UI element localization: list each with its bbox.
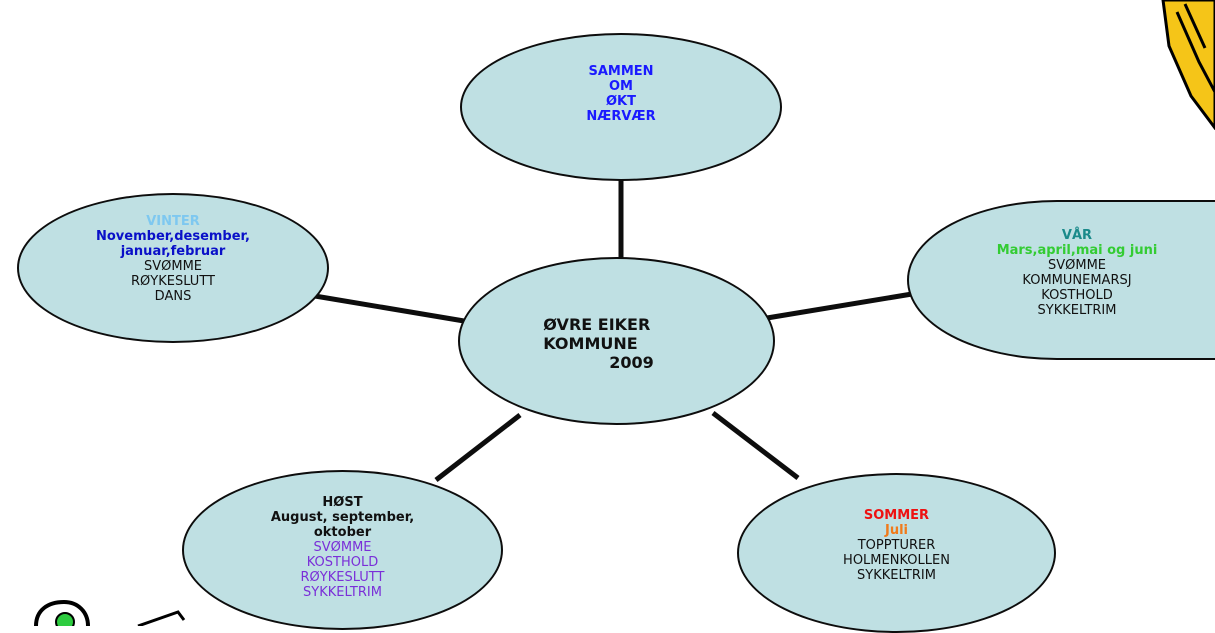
bubble-top-text: SAMMEN OM ØKT NÆRVÆR: [586, 64, 655, 124]
spring-activity: SYKKELTRIM: [1037, 303, 1117, 318]
center-title: ØVRE EIKER KOMMUNE 2009: [543, 315, 654, 372]
center-line: ØVRE EIKER: [543, 314, 651, 334]
spring-activity: KOMMUNEMARSJ: [1022, 273, 1132, 288]
bubble-winter: VINTER November,desember, januar,februar…: [17, 193, 329, 343]
autumn-activity: SVØMME: [313, 539, 372, 555]
summer-activity: SYKKELTRIM: [857, 567, 936, 583]
bubble-autumn: HØST August, september, oktober SVØMME K…: [182, 470, 503, 630]
top-line: NÆRVÆR: [586, 109, 656, 124]
spring-activity: SVØMME: [1047, 258, 1107, 273]
spring-season-label: VÅR: [1061, 228, 1093, 243]
autumn-activity: RØYKESLUTT: [300, 569, 385, 585]
winter-activity: DANS: [154, 289, 192, 304]
autumn-activity: SYKKELTRIM: [303, 584, 382, 600]
bubble-center: ØVRE EIKER KOMMUNE 2009: [458, 257, 775, 425]
autumn-months: oktober: [313, 524, 372, 540]
cartoon-figure-icon: [34, 600, 186, 626]
connector-autumn: [434, 413, 522, 482]
cartoon-pencil-icon: [1161, 0, 1215, 130]
summer-activity: TOPPTURER: [857, 537, 936, 553]
bubble-summer: SOMMER Juli TOPPTURER HOLMENKOLLEN SYKKE…: [737, 473, 1056, 633]
spring-activity: KOSTHOLD: [1041, 288, 1113, 303]
bubble-summer-text: SOMMER Juli TOPPTURER HOLMENKOLLEN SYKKE…: [843, 508, 950, 583]
connector-spring: [766, 290, 919, 321]
autumn-months: August, september,: [270, 509, 415, 525]
bubble-autumn-text: HØST August, september, oktober SVØMME K…: [271, 495, 414, 600]
connector-winter: [296, 290, 471, 325]
connector-summer: [711, 411, 800, 480]
winter-months: November,desember,: [96, 229, 250, 244]
autumn-activity: KOSTHOLD: [306, 554, 379, 570]
summer-activity: HOLMENKOLLEN: [843, 552, 950, 568]
center-line: 2009: [609, 352, 654, 372]
top-line: SAMMEN: [588, 64, 654, 79]
summer-months: Juli: [884, 522, 908, 538]
winter-season-label: VINTER: [146, 214, 200, 229]
top-line: ØKT: [605, 94, 636, 109]
spring-months: Mars,april,mai og juni: [996, 243, 1158, 258]
bubble-spring: VÅR Mars,april,mai og juni SVØMME KOMMUN…: [907, 200, 1215, 360]
winter-activity: RØYKESLUTT: [131, 274, 215, 289]
summer-season-label: SOMMER: [863, 507, 930, 523]
bubble-top: SAMMEN OM ØKT NÆRVÆR: [460, 33, 782, 181]
winter-activity: SVØMME: [143, 259, 203, 274]
autumn-season-label: HØST: [322, 494, 363, 510]
top-line: OM: [608, 79, 633, 94]
bubble-winter-text: VINTER November,desember, januar,februar…: [96, 214, 250, 304]
center-line: KOMMUNE: [543, 333, 638, 353]
bubble-spring-text: VÅR Mars,april,mai og juni SVØMME KOMMUN…: [997, 228, 1158, 318]
winter-months: januar,februar: [120, 244, 226, 259]
